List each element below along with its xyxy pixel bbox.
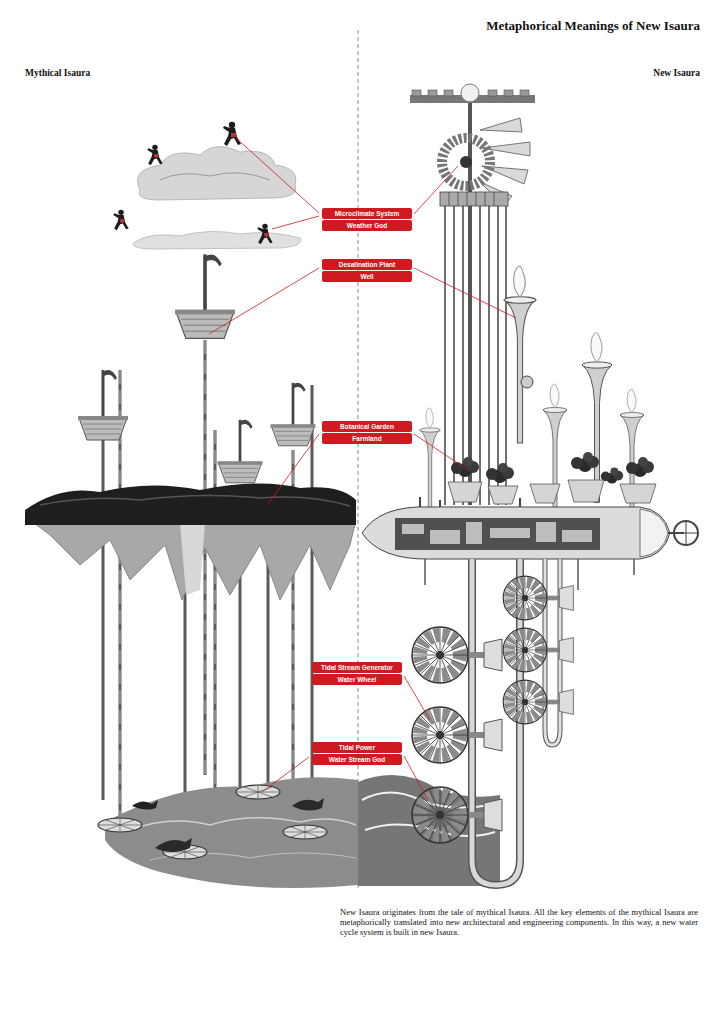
label-text: Farmland [352,434,381,443]
label-text: Water Wheel [338,675,377,684]
metaphor-label: Water Stream God [312,754,402,765]
label-text: Weather God [347,221,387,230]
label-text: Well [360,272,373,281]
label-text: Desalination Plant [339,260,395,269]
metaphor-label: Water Wheel [312,674,402,685]
metaphor-label: Microclimate System [322,208,412,219]
caption: New Isaura originates from the tale of m… [340,907,698,937]
label-text: Tidal Stream Generator [321,663,393,672]
label-text: Botanical Garden [340,422,394,431]
side-heading: Mythical Isaura [25,68,90,78]
metaphor-label: Weather God [322,220,412,231]
metaphor-label: Tidal Power [312,742,402,753]
metaphor-label: Farmland [322,433,412,444]
metaphor-label: Desalination Plant [322,259,412,270]
side-heading: New Isaura [653,68,700,78]
label-text: Water Stream God [329,755,385,764]
diagram-title: Metaphorical Meanings of New Isaura [486,18,700,34]
label-text: Microclimate System [335,209,400,218]
label-text: Tidal Power [339,743,375,752]
metaphor-label: Botanical Garden [322,421,412,432]
metaphor-label: Well [322,271,412,282]
metaphor-label: Tidal Stream Generator [312,662,402,673]
